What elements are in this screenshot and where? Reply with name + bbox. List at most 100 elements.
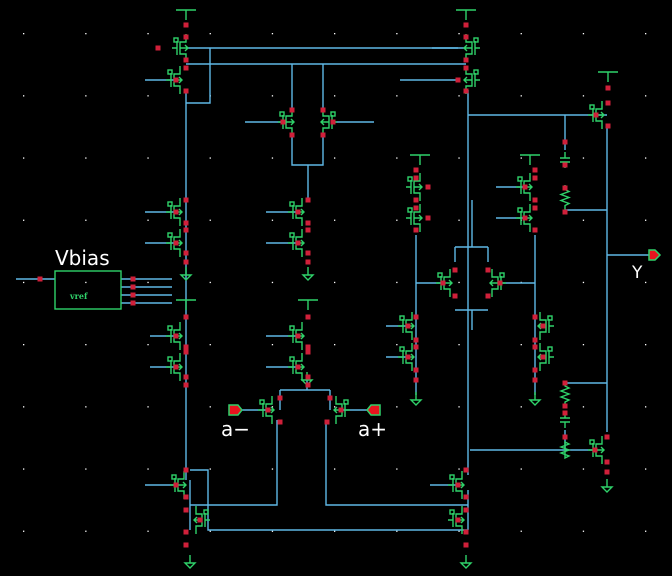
pin-marker <box>173 482 179 488</box>
pin-marker <box>452 293 458 299</box>
grid-dot <box>23 33 25 35</box>
grid-dot <box>458 281 460 284</box>
grid-dot <box>147 406 149 408</box>
grid-dot <box>582 33 585 35</box>
mos-bulk <box>589 439 595 445</box>
pin-marker <box>295 364 301 370</box>
ground-icon <box>301 267 315 281</box>
pin-marker <box>532 205 538 211</box>
pin-marker <box>183 467 189 473</box>
grid-dot <box>271 33 274 35</box>
grid-dot <box>396 33 398 35</box>
pin-marker <box>130 300 136 306</box>
grid-dot <box>582 95 585 97</box>
grid-dot <box>520 344 522 346</box>
pin-marker <box>305 314 311 320</box>
capacitor-icon <box>560 152 570 168</box>
pin-marker <box>592 447 598 453</box>
grid-dot <box>334 344 336 346</box>
pin-marker <box>37 276 43 282</box>
grid-dot <box>85 33 87 35</box>
grid-dot <box>147 530 149 532</box>
vdd-icon <box>176 299 196 310</box>
pin-marker <box>605 100 611 106</box>
mos-bulk <box>259 399 265 405</box>
transistor-icon <box>172 34 189 62</box>
pin-marker <box>183 197 189 203</box>
vbias-title: Vbias <box>55 246 110 270</box>
pin-marker <box>413 337 419 343</box>
grid-dot <box>334 33 336 35</box>
pin-marker <box>463 507 469 513</box>
pin-marker <box>295 209 301 215</box>
pin-marker <box>305 349 311 355</box>
vdd-icon <box>520 154 540 165</box>
grid-dot <box>209 33 211 35</box>
pin-marker <box>173 209 179 215</box>
grid-dot <box>85 468 87 470</box>
grid-dot <box>271 219 274 221</box>
grid-dot <box>334 468 336 470</box>
pin-marker <box>173 364 179 370</box>
pin-marker <box>485 267 491 273</box>
mos-bulk <box>289 232 295 238</box>
grid-dot <box>645 33 647 35</box>
grid-dot <box>396 406 398 408</box>
pin-marker <box>463 22 469 28</box>
port-a-plus[interactable] <box>366 404 381 416</box>
vbias-block[interactable]: Vbias vref <box>54 246 122 310</box>
grid-dot <box>85 219 87 221</box>
pin-marker <box>532 337 538 343</box>
grid-dot <box>23 530 25 532</box>
grid-dot <box>645 468 647 470</box>
grid-dot <box>520 33 522 35</box>
port-a-minus-label: a− <box>221 417 250 441</box>
pin-marker <box>183 250 189 256</box>
grid-dot <box>396 530 398 532</box>
pin-marker <box>183 227 189 233</box>
ground-icon <box>528 392 542 406</box>
pin-marker <box>593 112 599 118</box>
pin-marker <box>405 323 411 329</box>
grid-dot <box>520 406 522 408</box>
pin-marker <box>425 184 431 190</box>
grid-dot <box>85 281 87 284</box>
pin-marker <box>183 259 189 265</box>
pin-marker <box>155 45 161 51</box>
pin-marker <box>130 284 136 290</box>
grid-dot <box>271 468 274 470</box>
port-y[interactable] <box>648 249 662 261</box>
grid-dot <box>147 344 149 346</box>
grid-dot <box>645 95 647 97</box>
pin-marker <box>463 34 469 40</box>
grid-dot <box>334 530 336 532</box>
pin-marker <box>413 167 419 173</box>
pin-marker <box>463 529 469 535</box>
pin-marker <box>522 215 528 221</box>
grid-dot <box>396 95 398 97</box>
grid-dots <box>23 33 647 532</box>
mos-bulk <box>330 111 336 117</box>
wire <box>190 420 278 506</box>
pin-marker <box>277 395 283 401</box>
pin-marker <box>305 374 311 380</box>
ground-icon <box>183 555 197 569</box>
wire <box>291 135 324 166</box>
grid-dot <box>85 157 87 159</box>
grid-dot <box>271 281 274 284</box>
mos-bulk <box>547 346 553 352</box>
pin-marker <box>440 280 446 286</box>
grid-dot <box>396 157 398 159</box>
grid-dot <box>582 406 585 408</box>
grid-dot <box>458 344 460 346</box>
mos-bulk <box>167 356 173 362</box>
grid-dot <box>458 530 460 532</box>
pin-marker <box>497 280 503 286</box>
grid-dot <box>396 219 398 221</box>
mos-body <box>463 34 480 62</box>
pin-marker <box>338 407 344 413</box>
pin-marker <box>327 395 333 401</box>
port-a-minus[interactable] <box>228 404 243 416</box>
pin-marker <box>289 132 295 138</box>
